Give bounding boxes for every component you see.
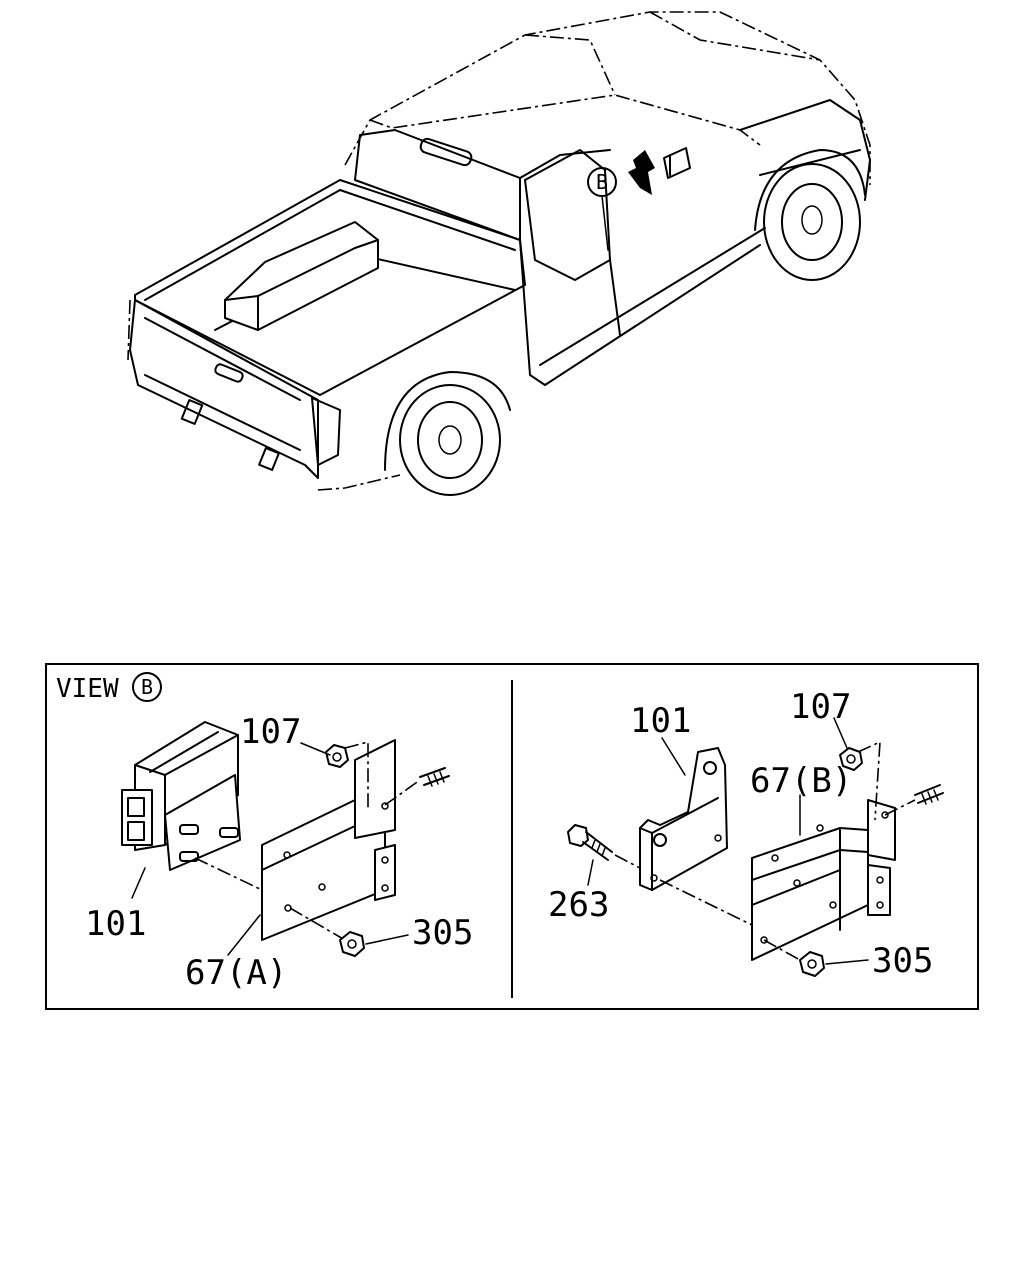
view-marker-b: B [587,167,617,251]
stud-icon [914,784,944,805]
nut-icon [339,931,365,957]
bolt-icon [567,824,613,861]
view-marker-label: B [596,170,608,194]
nut-icon [325,744,349,768]
controller-unit-left [121,721,241,871]
callout-101-left: 101 [85,904,146,944]
pickup-truck-illustration [127,11,871,496]
left-assembly: 107 101 305 67(A) [85,712,473,993]
callout-107-right: 107 [790,687,851,727]
bolt-icon [419,767,450,787]
nut-icon [839,747,863,771]
stud-icon [179,824,239,862]
callout-67b: 67(B) [750,761,852,801]
view-title-marker: B [141,675,153,699]
view-title-text: VIEW [56,674,119,704]
bracket-67b [751,799,896,961]
view-panel-title: VIEW B [56,672,162,704]
callout-305-left: 305 [412,913,473,953]
right-assembly: 101 107 67(B) 263 305 [548,687,944,981]
connector-icon [663,147,691,179]
callout-305-right: 305 [872,941,933,981]
bracket-67a [261,739,396,941]
callout-101-right: 101 [630,701,691,741]
view-arrow-icon [628,150,655,195]
callout-263: 263 [548,885,609,925]
callout-67a: 67(A) [185,953,287,993]
callout-107-left: 107 [240,712,301,752]
view-panel-frame [45,663,979,1010]
controller-unit-right [639,747,728,891]
nut-icon [799,951,825,977]
